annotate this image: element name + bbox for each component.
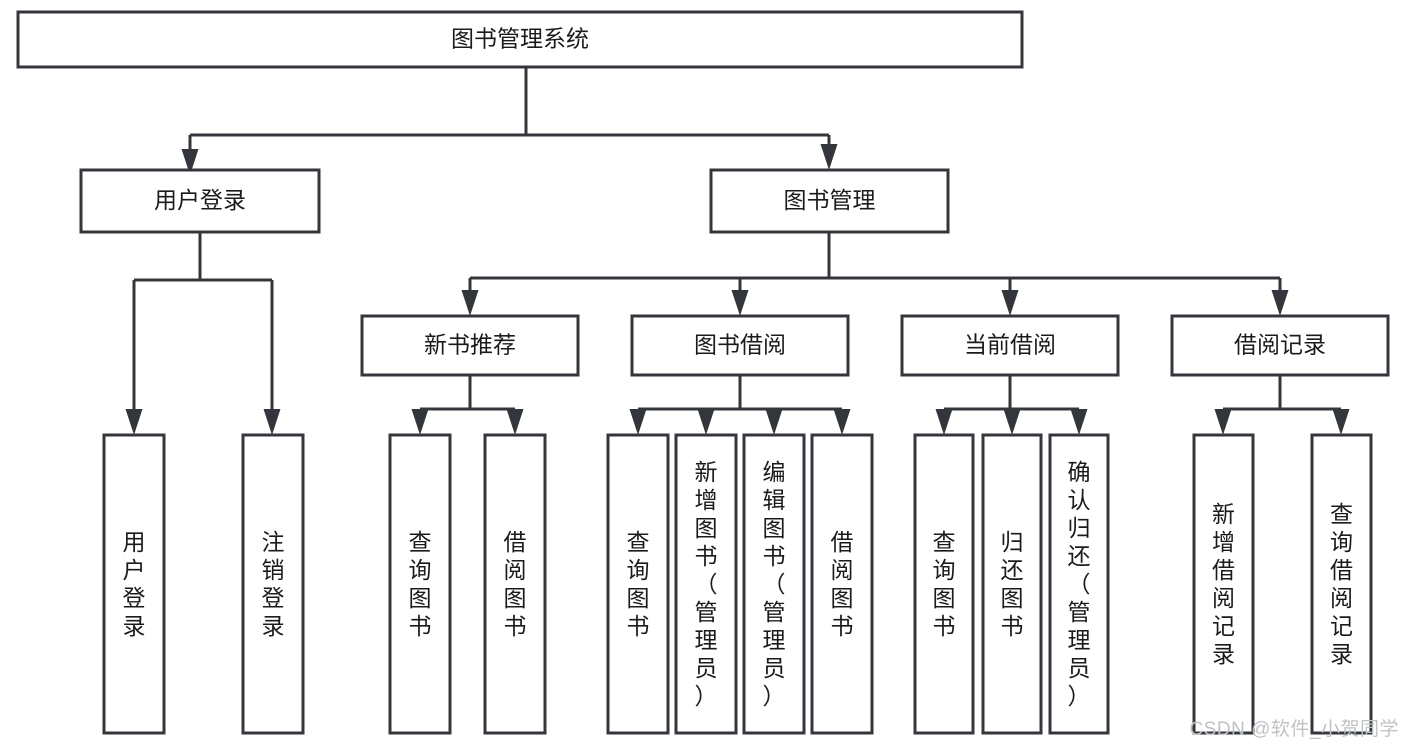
arrow-head-icon <box>506 409 524 435</box>
arrow-head-icon <box>125 409 143 435</box>
arrow-head-icon <box>181 149 199 175</box>
arrow-head-icon <box>411 409 429 435</box>
node-leaf_logout[interactable]: 注销登录 <box>241 433 305 735</box>
node-box-leaf_cu_query[interactable] <box>913 433 975 735</box>
arrow-head-icon <box>1003 409 1021 435</box>
node-box-leaf_rec_query[interactable] <box>1310 433 1373 735</box>
node-label-leaf_user_login: 用户登录 <box>123 529 146 639</box>
node-new_books[interactable]: 新书推荐 <box>360 314 580 377</box>
connector-group-root-to-modules <box>181 67 838 175</box>
watermark-text: CSDN @软件_小贺同学 <box>1189 719 1399 740</box>
node-label-leaf_bo_borrow: 借阅图书 <box>831 529 854 639</box>
node-leaf_rec_query[interactable]: 查询借阅记录 <box>1310 433 1373 735</box>
node-label-leaf_nb_query: 查询图书 <box>409 529 432 639</box>
node-box-records[interactable] <box>1170 314 1390 377</box>
connector-group-newbooks-to-leaves <box>411 375 524 435</box>
arrow-head-icon <box>731 290 749 316</box>
node-leaf_cu_confirm[interactable]: 确认归还（管理员） <box>1048 433 1110 735</box>
node-label-root: 图书管理系统 <box>451 26 589 52</box>
node-label-leaf_bo_add: 新增图书（管理员） <box>695 459 718 709</box>
arrow-head-icon <box>263 409 281 435</box>
node-label-leaf_cu_return: 归还图书 <box>1001 529 1024 639</box>
node-leaf_bo_query[interactable]: 查询图书 <box>606 433 670 735</box>
node-box-borrow[interactable] <box>630 314 850 377</box>
connector-group-bookmgmt-to-subs <box>461 232 1289 316</box>
node-box-leaf_nb_borrow[interactable] <box>483 433 547 735</box>
node-box-leaf_bo_borrow[interactable] <box>810 433 874 735</box>
node-box-book_mgmt[interactable] <box>709 168 950 234</box>
node-box-user_login[interactable] <box>79 168 321 234</box>
arrow-head-icon <box>820 144 838 170</box>
node-label-leaf_cu_confirm: 确认归还（管理员） <box>1068 459 1091 709</box>
node-leaf_nb_query[interactable]: 查询图书 <box>388 433 452 735</box>
node-borrow[interactable]: 图书借阅 <box>630 314 850 377</box>
node-label-leaf_cu_query: 查询图书 <box>933 529 956 639</box>
node-box-leaf_bo_add[interactable] <box>674 433 738 735</box>
node-leaf_bo_borrow[interactable]: 借阅图书 <box>810 433 874 735</box>
node-box-leaf_cu_confirm[interactable] <box>1048 433 1110 735</box>
arrow-head-icon <box>935 409 953 435</box>
arrow-head-icon <box>1001 290 1019 316</box>
node-box-leaf_bo_query[interactable] <box>606 433 670 735</box>
node-label-leaf_rec_query: 查询借阅记录 <box>1330 501 1353 667</box>
node-user_login[interactable]: 用户登录 <box>79 168 321 234</box>
node-leaf_nb_borrow[interactable]: 借阅图书 <box>483 433 547 735</box>
node-label-leaf_bo_edit: 编辑图书（管理员） <box>763 459 786 709</box>
node-box-leaf_logout[interactable] <box>241 433 305 735</box>
node-leaf_user_login[interactable]: 用户登录 <box>102 433 166 735</box>
node-leaf_cu_query[interactable]: 查询图书 <box>913 433 975 735</box>
node-leaf_cu_return[interactable]: 归还图书 <box>981 433 1043 735</box>
node-label-book_mgmt: 图书管理 <box>784 187 876 213</box>
node-box-leaf_user_login[interactable] <box>102 433 166 735</box>
node-box-new_books[interactable] <box>360 314 580 377</box>
arrow-head-icon <box>765 409 783 435</box>
arrow-head-icon <box>1332 409 1350 435</box>
node-records[interactable]: 借阅记录 <box>1170 314 1390 377</box>
node-box-current[interactable] <box>900 314 1120 377</box>
node-leaf_bo_edit[interactable]: 编辑图书（管理员） <box>742 433 806 735</box>
node-label-leaf_rec_add: 新增借阅记录 <box>1212 501 1235 667</box>
node-box-leaf_bo_edit[interactable] <box>742 433 806 735</box>
connector-group-userlogin-to-leaves <box>125 232 281 435</box>
node-box-leaf_nb_query[interactable] <box>388 433 452 735</box>
node-label-leaf_nb_borrow: 借阅图书 <box>504 529 527 639</box>
edges-layer <box>125 67 1350 435</box>
nodes-layer: 图书管理系统用户登录图书管理新书推荐图书借阅当前借阅借阅记录用户登录注销登录查询… <box>16 10 1390 735</box>
node-label-current: 当前借阅 <box>964 332 1056 358</box>
node-label-borrow: 图书借阅 <box>694 332 786 358</box>
node-box-leaf_rec_add[interactable] <box>1192 433 1255 735</box>
node-box-leaf_cu_return[interactable] <box>981 433 1043 735</box>
connector-group-records-to-leaves <box>1214 375 1350 435</box>
connector-group-borrow-to-leaves <box>629 375 851 435</box>
arrow-head-icon <box>461 290 479 316</box>
node-label-user_login: 用户登录 <box>154 187 246 213</box>
connector-group-current-to-leaves <box>935 375 1088 435</box>
arrow-head-icon <box>833 409 851 435</box>
node-label-leaf_logout: 注销登录 <box>262 529 285 639</box>
arrow-head-icon <box>629 409 647 435</box>
node-current[interactable]: 当前借阅 <box>900 314 1120 377</box>
node-book_mgmt[interactable]: 图书管理 <box>709 168 950 234</box>
node-leaf_rec_add[interactable]: 新增借阅记录 <box>1192 433 1255 735</box>
node-label-records: 借阅记录 <box>1234 332 1326 358</box>
node-root[interactable]: 图书管理系统 <box>16 10 1024 69</box>
arrow-head-icon <box>1214 409 1232 435</box>
node-label-new_books: 新书推荐 <box>424 332 516 358</box>
node-label-leaf_bo_query: 查询图书 <box>627 529 650 639</box>
node-leaf_bo_add[interactable]: 新增图书（管理员） <box>674 433 738 735</box>
node-box-root[interactable] <box>16 10 1024 69</box>
arrow-head-icon <box>697 409 715 435</box>
arrow-head-icon <box>1271 290 1289 316</box>
arrow-head-icon <box>1070 409 1088 435</box>
